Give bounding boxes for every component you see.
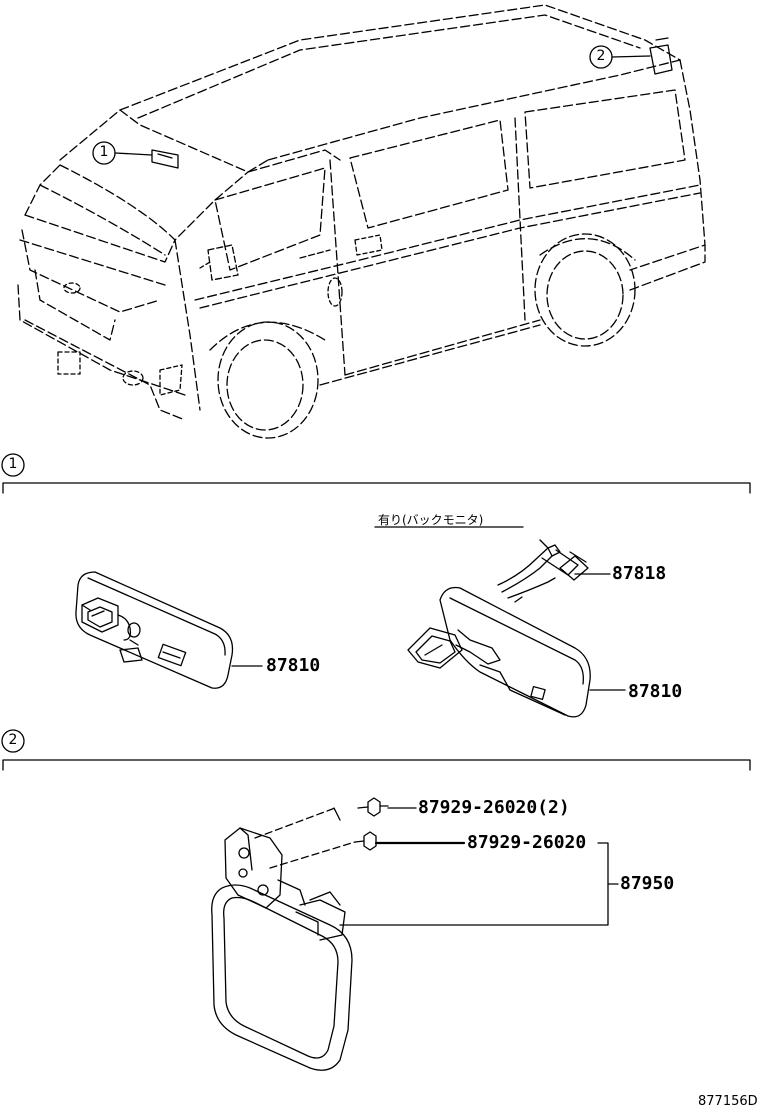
inner-mirror-right (407, 586, 591, 718)
part-label-87810-left: 87810 (266, 655, 321, 676)
part-label-screw-lower: 87929-26020 (467, 832, 587, 853)
diagram-code: 877156D (698, 1094, 758, 1109)
callout-1 (92, 141, 153, 165)
screw-lower (354, 831, 466, 851)
option-note: 有り(バックモニタ) (378, 513, 484, 527)
part-label-87818: 87818 (612, 563, 667, 584)
screw-upper (357, 797, 417, 817)
section-2-frame (1, 729, 751, 771)
part-label-87810-right: 87810 (628, 681, 683, 702)
part-label-87950: 87950 (620, 873, 675, 894)
wire-harness (497, 539, 589, 603)
section-1-frame (1, 453, 751, 494)
section-1-label: 1 (8, 456, 18, 472)
section-2-label: 2 (8, 732, 18, 748)
outer-mirror (211, 807, 356, 1071)
callout-2 (589, 45, 651, 69)
bracket-87950 (339, 842, 619, 926)
inner-mirror-left (75, 571, 234, 689)
callout-2-label: 2 (596, 48, 606, 64)
part-label-screw-upper: 87929-26020(2) (418, 797, 570, 818)
callout-1-label: 1 (99, 144, 109, 160)
van-illustration (17, 4, 706, 439)
